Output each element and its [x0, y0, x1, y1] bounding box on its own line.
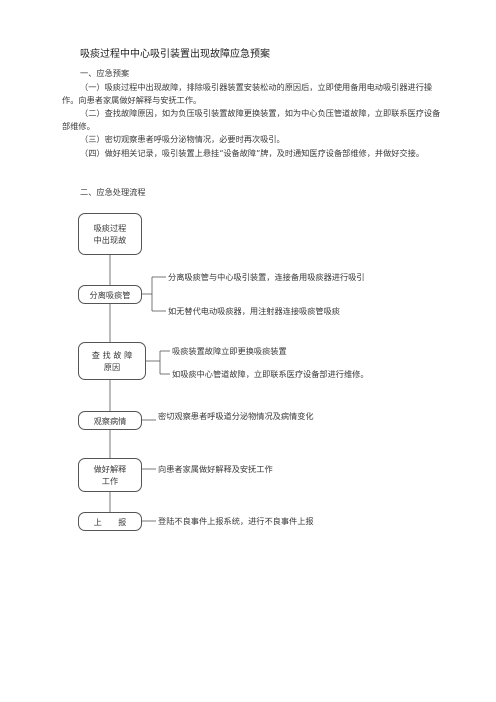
- flow-box-observe: 观察病情: [78, 411, 142, 430]
- note-separate-connect: 分离吸痰管与中心吸引装置，连接备用吸痰器进行吸引: [168, 272, 365, 282]
- plan-item-2: （二）查找故障原因，如为负压吸引装置故障更换装置，如为中心负压管道故障，立即联系…: [62, 108, 441, 131]
- note-syringe-suction: 如无替代电动吸痰器，用注射器连接吸痰管吸痰: [168, 306, 340, 316]
- plan-item-3: （三）密切观察患者呼吸分泌物情况，必要时再次吸引。: [80, 134, 285, 144]
- document-title: 吸痰过程中中心吸引装置出现故障应急预案: [80, 49, 270, 60]
- note-replace-device: 吸痰装置故障立即更换吸痰装置: [172, 346, 287, 356]
- plan-item-4: （四）做好相关记录，吸引装置上悬挂“设备故障”牌，及时通知医疗设备部维修，并做好…: [80, 148, 425, 158]
- note-explain-family: 向患者家属做好解释及安抚工作: [158, 464, 273, 474]
- section-heading-plan: 一、应急预案: [80, 68, 130, 78]
- note-adverse-event-report: 登陆不良事件上报系统，进行不良事件上报: [158, 516, 314, 526]
- flow-box-explain: 做好解释 工作: [78, 458, 142, 492]
- section-heading-flow: 二、应急处理流程: [80, 187, 146, 197]
- flow-box-fault-occurs: 吸痰过程 中出现故: [78, 213, 142, 255]
- flow-box-find-cause: 查 找 故 障 原因: [78, 342, 146, 380]
- note-observe-condition: 密切观察患者呼吸道分泌物情况及病情变化: [158, 411, 314, 421]
- note-pipeline-repair: 如吸痰中心管道故障，立即联系医疗设备部进行维修。: [172, 369, 369, 379]
- flow-box-separate-tube: 分离吸痰管: [78, 285, 142, 304]
- plan-item-1: （一）吸痰过程中出现故障，排除吸引器装置安装松动的原因后，立即使用备用电动吸引器…: [62, 82, 433, 105]
- flow-box-report: 上 报: [78, 512, 142, 531]
